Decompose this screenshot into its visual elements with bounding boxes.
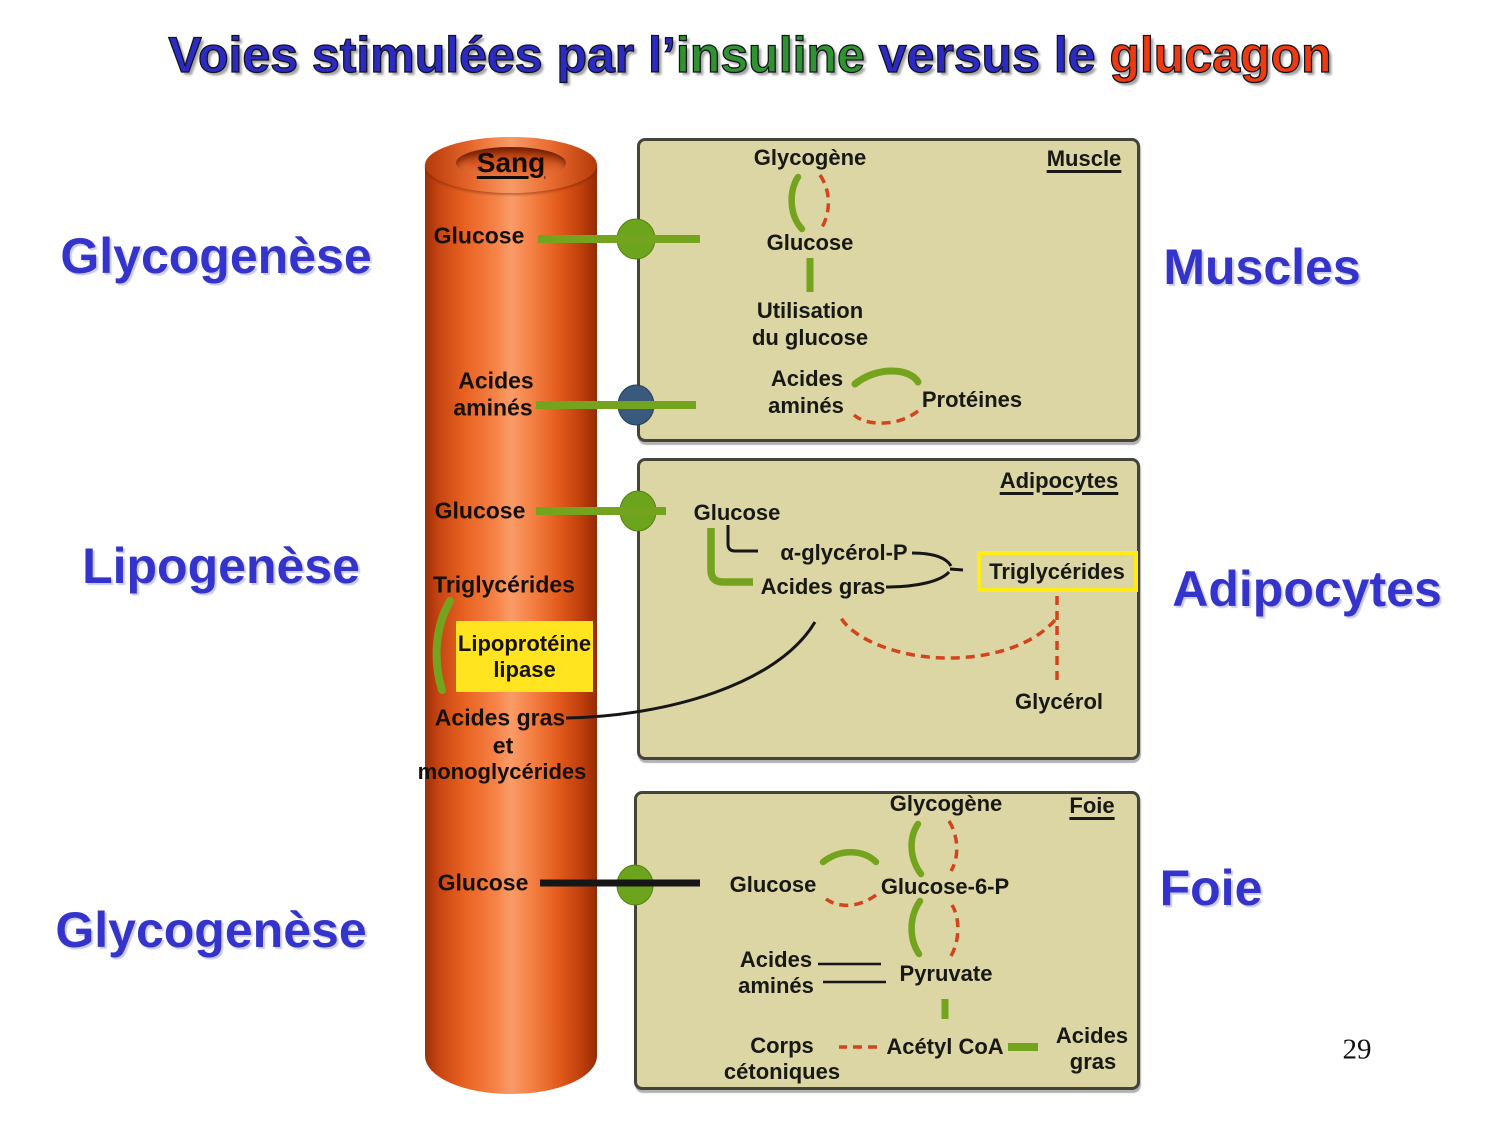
arrow-green-glucose-to-g6p <box>819 849 880 866</box>
foie-acides-gras-1: Acides <box>1055 1023 1129 1048</box>
foie-panel <box>634 791 1140 1090</box>
vessel-acides-amines-2: aminés <box>453 394 533 421</box>
foie-acetyl-coa: Acétyl CoA <box>886 1034 1004 1059</box>
lipase-label-line2: lipase <box>493 656 556 682</box>
arrow-green-amino-to-proteins <box>851 367 922 388</box>
foie-acides-gras-2: gras <box>1069 1049 1117 1074</box>
arrow-green-g6p-to-pyruvate <box>908 897 924 958</box>
muscle-glycogene: Glycogène <box>753 145 867 170</box>
bracket-glycerolP <box>911 551 953 567</box>
arrow-red-g6p-to-glucose <box>824 893 878 907</box>
adipo-glycerol: Glycérol <box>1014 689 1104 714</box>
arrow-green-glucose-to-fattyacids <box>707 528 753 586</box>
lipoproteine-lipase-highlight: Lipoprotéine lipase <box>456 621 593 692</box>
title-part-glucagon: glucagon <box>1109 26 1333 83</box>
foie-glycogene: Glycogène <box>889 791 1003 816</box>
arrow-red-proteins-to-amino <box>852 409 920 425</box>
arrow-green-g6p-to-glycogen-liver <box>908 820 925 878</box>
bracket-fattyacids <box>885 570 951 589</box>
adipo-alpha-glycerol-p: α-glycérol-P <box>780 540 908 565</box>
vessel-glucose-muscle: Glucose <box>433 222 525 249</box>
title-part-blue-1: Voies stimulées par l’ <box>168 26 677 83</box>
blood-vessel-opening <box>456 147 566 179</box>
arrow-red-glycogen-to-glucose-muscle <box>818 174 831 230</box>
adipocytes-panel <box>637 458 1140 760</box>
muscle-panel-title: Muscle <box>1046 146 1122 171</box>
vessel-glucose-foie: Glucose <box>437 869 529 896</box>
label-glycogenese-bottom: Glycogenèse <box>55 902 367 958</box>
label-lipogenese: Lipogenèse <box>82 538 360 594</box>
vessel-acides-gras: Acides gras <box>434 704 566 731</box>
muscle-glucose: Glucose <box>766 230 854 255</box>
vessel-acides-amines-1: Acides <box>458 367 534 394</box>
adipocytes-panel-title: Adipocytes <box>999 468 1119 493</box>
adipo-acides-gras: Acides gras <box>760 574 886 599</box>
muscle-panel <box>637 138 1140 442</box>
label-foie: Foie <box>1159 860 1263 916</box>
label-glycogenese-top: Glycogenèse <box>60 228 372 284</box>
foie-panel-title: Foie <box>1069 793 1115 818</box>
vessel-glucose-adipo: Glucose <box>434 497 526 524</box>
title-part-insuline: insuline <box>675 26 865 83</box>
title-part-blue-2: versus le <box>864 26 1110 83</box>
foie-glucose-6-p: Glucose-6-P <box>880 874 1010 899</box>
label-muscles: Muscles <box>1163 239 1361 295</box>
muscle-acides-1: Acides <box>770 366 844 391</box>
vessel-et: et <box>492 732 514 759</box>
foie-pyruvate: Pyruvate <box>899 961 993 986</box>
foie-acides-1: Acides <box>739 947 813 972</box>
arrow-red-glycogen-to-g6p-liver <box>947 820 959 872</box>
slide-title: Voies stimulées par l’insuline versus le… <box>0 26 1500 84</box>
muscle-acides-2: aminés <box>768 393 844 418</box>
adipo-glucose: Glucose <box>693 500 781 525</box>
vessel-monoglycerides: monoglycérides <box>417 759 587 784</box>
arrow-red-triglycerides-to-fattyacids <box>839 617 1057 660</box>
page-number: 29 <box>1342 1033 1372 1066</box>
foie-acides-2: aminés <box>738 973 814 998</box>
label-adipocytes: Adipocytes <box>1172 561 1442 617</box>
arrow-green-glucose-to-glycogen-muscle <box>788 173 806 233</box>
muscle-utilisation-1: Utilisation <box>756 298 864 323</box>
foie-corps-2: cétoniques <box>723 1059 841 1084</box>
muscle-proteines: Protéines <box>921 387 1023 412</box>
foie-glucose: Glucose <box>729 872 817 897</box>
muscle-utilisation-2: du glucose <box>751 325 869 350</box>
vessel-triglycerides: Triglycérides <box>433 571 575 598</box>
arrow-red-pyruvate-to-g6p <box>949 904 960 957</box>
arrow-black-to-triglycerides <box>949 567 964 572</box>
arrow-black-blood-fattyacids-into-adipocyte <box>565 621 817 720</box>
vessel-sang-label: Sang <box>476 147 546 178</box>
foie-corps-1: Corps <box>750 1033 814 1058</box>
adipo-triglycerides: Triglycérides <box>989 559 1125 584</box>
lipase-label-line1: Lipoprotéine <box>457 630 592 656</box>
arrow-green-triglycerides-lipase <box>432 597 454 694</box>
arrow-black-glucose-to-glycerolP <box>726 525 758 553</box>
triglycerides-highlight-box <box>977 551 1138 592</box>
